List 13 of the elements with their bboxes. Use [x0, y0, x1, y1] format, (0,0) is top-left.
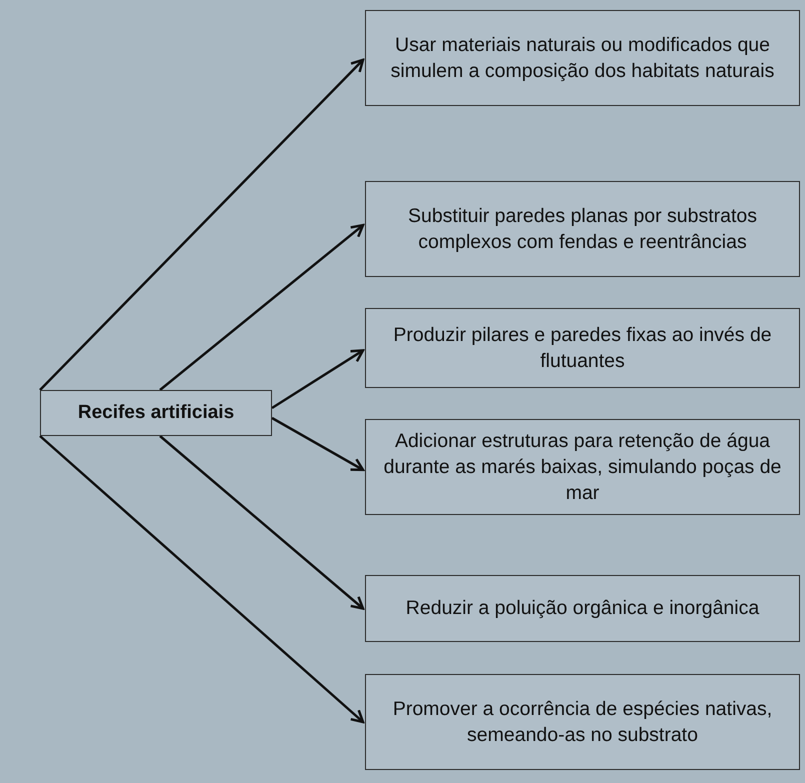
process-box: Adicionar estruturas para retenção de água durante as marés baixas, simulando poças de mar: [365, 419, 800, 515]
process-box: Usar materiais naturais ou modificados que simulem a composição dos habitats naturais: [365, 10, 800, 106]
arrow: [271, 349, 364, 410]
root-box: Recifes artificiais: [40, 390, 272, 436]
arrow: [39, 435, 364, 724]
arrow: [159, 224, 364, 391]
process-box: Promover a ocorrência de espécies nativas, semeando-as no substrato: [365, 674, 800, 770]
process-box: Reduzir a poluição orgânica e inorgânica: [365, 575, 800, 642]
arrow: [271, 416, 364, 472]
arrow: [159, 435, 364, 610]
process-box: Produzir pilares e paredes fixas ao invés de flutuantes: [365, 308, 800, 388]
process-box: Substituir paredes planas por substratos complexos com fendas e reentrâncias: [365, 181, 800, 277]
arrow: [39, 58, 364, 391]
